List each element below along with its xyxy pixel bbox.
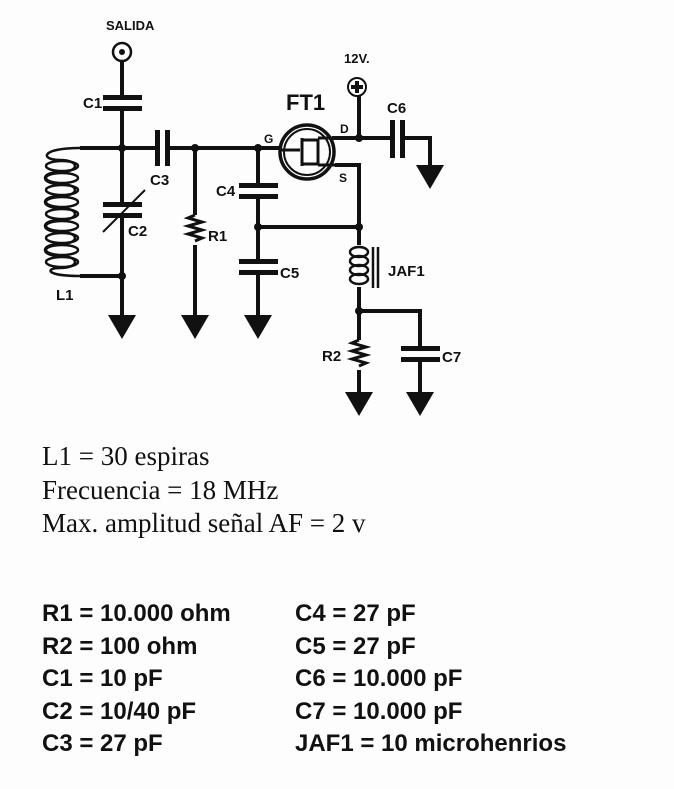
label-c4: C4 [216,183,236,200]
label-l1: L1 [56,287,74,304]
capacitor-c6 [390,120,395,158]
capacitor-c5 [239,259,278,264]
part-item: C3 = 27 pF [42,730,163,757]
fet-ft1 [278,123,336,181]
transistor-label: FT1 [286,90,325,115]
ground-icon [406,392,434,416]
pin-gate-label: G [264,132,273,146]
capacitor-c7 [401,346,440,351]
part-item: C4 = 27 pF [295,600,416,627]
supply-terminal [347,77,367,97]
plus-icon [351,81,363,93]
label-c3: C3 [150,172,169,189]
inductor-l1 [43,146,81,278]
part-item: C7 = 10.000 pF [295,697,463,725]
pin-source-label: S [339,171,347,185]
supply-label: 12V. [344,51,370,66]
output-jack [111,41,133,63]
label-c5: C5 [280,265,299,282]
part-item: C1 = 10 pF [42,665,163,692]
circuit-diagram: SALIDA 12V. FT1 G D S C1 C2 C3 C4 C5 C6 … [43,18,461,416]
capacitor-c4 [239,183,278,188]
part-item: R1 = 10.000 ohm [42,600,231,627]
label-c1: C1 [83,95,102,112]
label-r1: R1 [208,228,227,245]
ground-icon [345,392,373,416]
note-max-amplitude: Max. amplitud señal AF = 2 v [42,508,366,538]
note-frequency: Frecuencia = 18 MHz [42,474,279,505]
part-item: JAF1 = 10 microhenrios [295,730,567,757]
note-coil-turns: L1 = 30 espiras [42,441,210,471]
variable-arrow-c2 [102,189,146,233]
resistor-r2 [346,338,372,368]
resistor-r1 [182,213,208,243]
label-r2: R2 [322,348,341,365]
label-jaf1: JAF1 [388,263,425,280]
part-item: C6 = 10.000 pF [295,665,463,692]
capacitor-c2 [103,202,142,207]
label-c7: C7 [442,349,461,366]
inductor-jaf1 [348,245,380,288]
capacitor-c3 [155,130,160,166]
label-c6: C6 [387,100,406,117]
part-item: C2 = 10/40 pF [42,697,197,725]
part-item: R2 = 100 ohm [42,632,198,660]
capacitor-c1 [103,95,142,100]
ground-icon [181,315,209,339]
ground-icon [244,315,272,339]
ground-icon [108,315,136,339]
circuit-notes: L1 = 30 espiras Frecuencia = 18 MHz Max.… [42,440,365,541]
ground-icon [416,165,444,189]
label-c2: C2 [128,223,147,240]
pin-drain-label: D [340,122,349,136]
part-item: C5 = 27 pF [295,632,416,660]
output-label: SALIDA [106,18,155,33]
parts-list: R1 = 10.000 ohm C4 = 27 pF R2 = 100 ohm … [42,598,566,761]
